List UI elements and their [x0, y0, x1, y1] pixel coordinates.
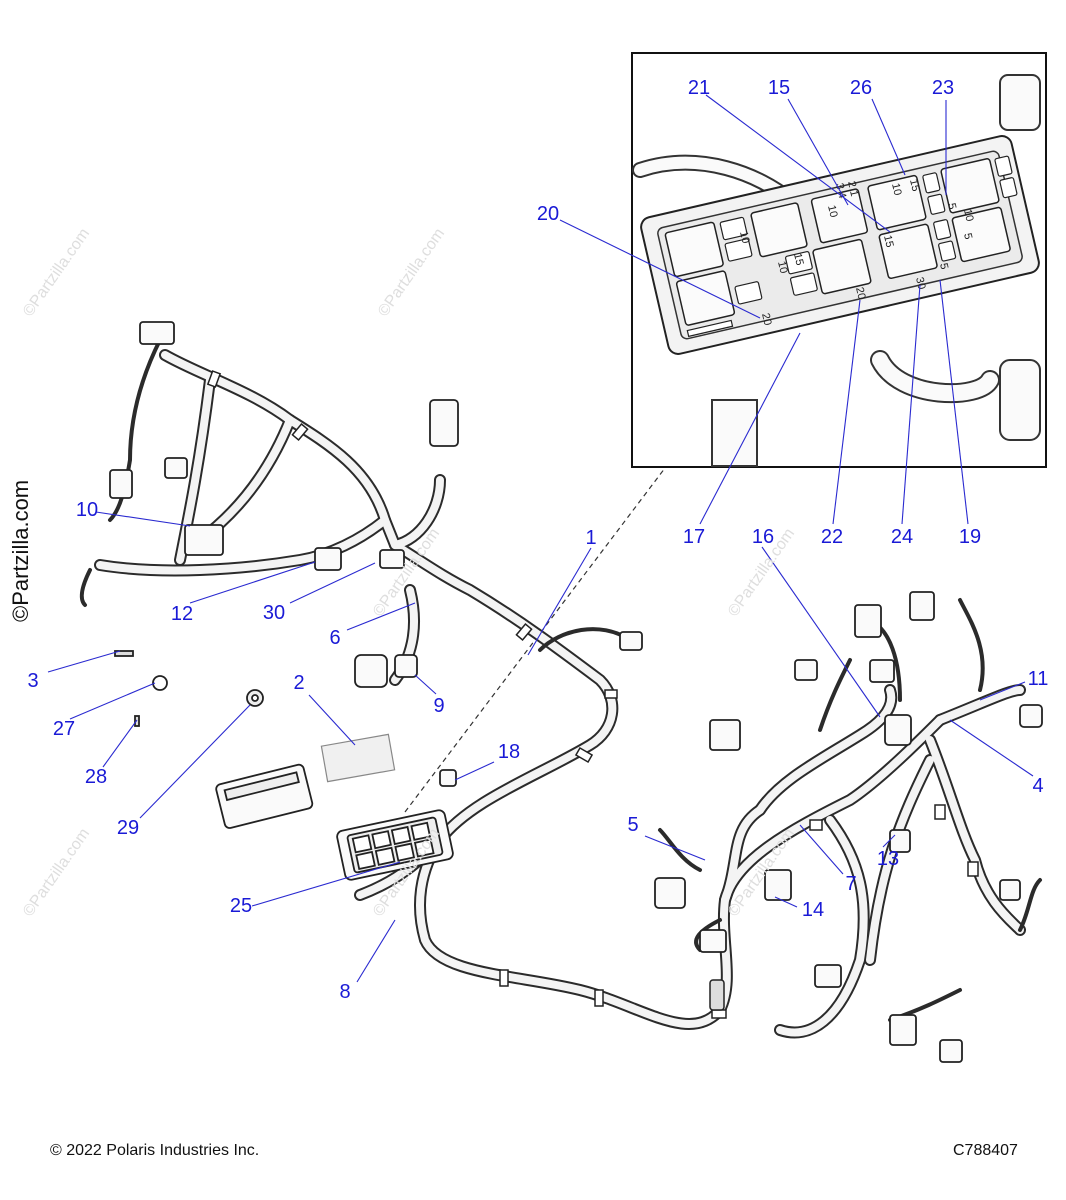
callout-11: 11 [1027, 668, 1049, 690]
fuse-label: 10 [961, 208, 975, 223]
callout-5: 5 [627, 814, 639, 836]
fuse-label: 20 [853, 286, 867, 301]
callout-13: 13 [876, 848, 900, 870]
callout-7: 7 [845, 873, 857, 895]
callout-9: 9 [433, 695, 445, 717]
fuse-label: 5 [937, 262, 950, 271]
callout-18: 18 [497, 741, 521, 763]
callout-6: 6 [329, 627, 341, 649]
fuse-box-detail-inset: 10 15 10 5 20 20 10 15 10 15 5 30 5 10 2… [631, 52, 1047, 468]
callout-20: 20 [536, 203, 560, 225]
callout-8: 8 [339, 981, 351, 1003]
callout-21: 21 [687, 77, 711, 99]
fuse-label: 10 [889, 182, 903, 197]
callout-25: 25 [229, 895, 253, 917]
callout-24: 24 [890, 526, 914, 548]
fuse-label: 15 [907, 178, 921, 193]
callout-14: 14 [801, 899, 825, 921]
part-code: C788407 [953, 1142, 1018, 1159]
fuse-label: 5 [945, 202, 958, 211]
callout-3: 3 [27, 670, 39, 692]
callout-leader-lines [47, 94, 1034, 983]
fuse-box-legend: 2 1 [845, 180, 860, 198]
callout-29: 29 [116, 817, 140, 839]
side-watermark: ©Partzilla.com [8, 479, 33, 622]
callout-22: 22 [820, 526, 844, 548]
copyright-text: © 2022 Polaris Industries Inc. [50, 1142, 260, 1159]
callout-16: 16 [751, 526, 775, 548]
fuse-label: 5 [961, 232, 974, 241]
fuse-label: 10 [775, 260, 789, 275]
harness-clips [206, 370, 979, 1019]
callout-27: 27 [52, 718, 76, 740]
harness-connectors [109, 321, 1043, 1063]
fuse-label: 10 [825, 204, 839, 219]
callout-12: 12 [170, 603, 194, 625]
fuse-label: 10 [737, 230, 751, 245]
callout-4: 4 [1032, 775, 1044, 797]
callout-23: 23 [931, 77, 955, 99]
fuse-label: 15 [791, 252, 805, 267]
callout-28: 28 [84, 766, 108, 788]
callout-19: 19 [958, 526, 982, 548]
callout-17: 17 [682, 526, 706, 548]
callout-10: 10 [75, 499, 99, 521]
fuse-label: 15 [881, 234, 895, 249]
callout-15: 15 [767, 77, 791, 99]
callout-26: 26 [849, 77, 873, 99]
callout-30: 30 [262, 602, 286, 624]
callout-2: 2 [293, 672, 305, 694]
fuse-box-legend: 3 4 [833, 182, 848, 200]
callout-1: 1 [585, 527, 597, 549]
fuse-label: 30 [913, 276, 927, 291]
fuse-label: 20 [759, 312, 773, 327]
